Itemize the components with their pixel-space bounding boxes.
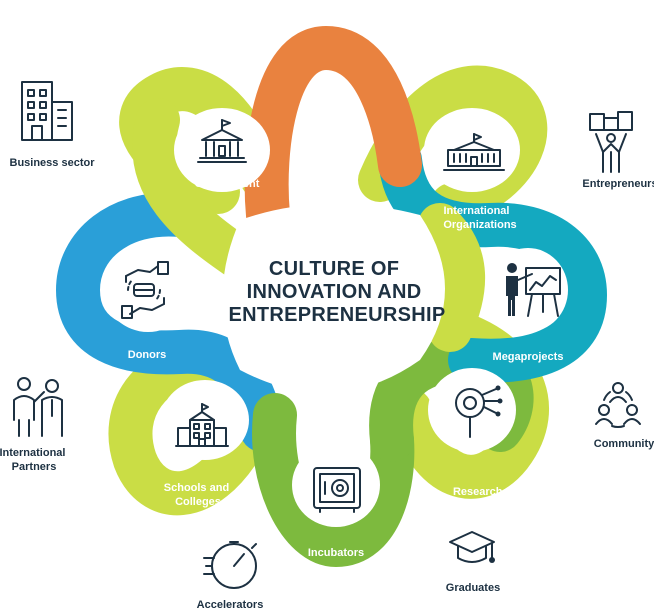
research-magnifier-icon (455, 385, 503, 438)
safe-icon (313, 467, 361, 513)
school-building-icon (175, 403, 229, 447)
outer-label-international-partners: International Partners (0, 447, 69, 473)
loop-label-international-organizations: International Organizations (443, 205, 516, 231)
partners-people-icon (13, 377, 63, 437)
government-building-icon (197, 119, 247, 163)
ribbon-strand-lime (108, 338, 267, 516)
loop-label-researchers: Researchers (453, 486, 519, 498)
ribbon-strand-lime (418, 203, 486, 352)
center-title-line-1: CULTURE OF (269, 258, 399, 280)
loop-window (174, 108, 270, 192)
center-title-line-2: INNOVATION AND (247, 281, 422, 303)
center-title: CULTURE OF INNOVATION AND ENTREPRENEURSH… (228, 258, 445, 326)
office-buildings-icon (21, 81, 73, 141)
outer-label-community: Community (594, 438, 654, 450)
loop-label-incubators: Incubators (308, 547, 364, 559)
graduation-cap-icon (449, 531, 495, 563)
loop-label-line: Colleges (175, 496, 221, 508)
ribbon-strand-green (252, 393, 415, 568)
loop-label-line: Organizations (443, 219, 516, 231)
entrepreneur-icon (589, 111, 633, 173)
loop-label-megaprojects: Megaprojects (493, 351, 564, 363)
center-title-line-3: ENTREPRENEURSHIP (228, 304, 445, 326)
loop-label-line: International (443, 205, 509, 217)
stopwatch-speed-icon (203, 541, 257, 589)
ribbon-strand-blue (55, 192, 284, 452)
institution-icon (443, 133, 505, 171)
ribbon-strand-lime (132, 98, 267, 284)
outer-label-line: International (0, 447, 65, 459)
loop-label-line: Schools and (164, 482, 229, 494)
presenter-board-icon (506, 263, 561, 317)
loop-window (292, 443, 380, 527)
loop-window (428, 368, 516, 452)
outer-label-graduates: Graduates (446, 582, 500, 594)
loop-label-donors: Donors (128, 349, 167, 361)
outer-label-business-sector: Business sector (10, 157, 96, 169)
outer-label-line: Partners (12, 461, 57, 473)
outer-label-entrepreneurs: Entrepreneurs (582, 178, 654, 190)
loop-window (488, 248, 568, 332)
loop-label-schools-and-colleges: Schools and Colleges (164, 482, 232, 508)
donation-hands-icon (121, 261, 169, 319)
community-network-icon (595, 382, 641, 429)
outer-label-accelerators: Accelerators (197, 599, 264, 611)
center-star (222, 203, 445, 393)
loop-label-government: Government (195, 178, 260, 190)
